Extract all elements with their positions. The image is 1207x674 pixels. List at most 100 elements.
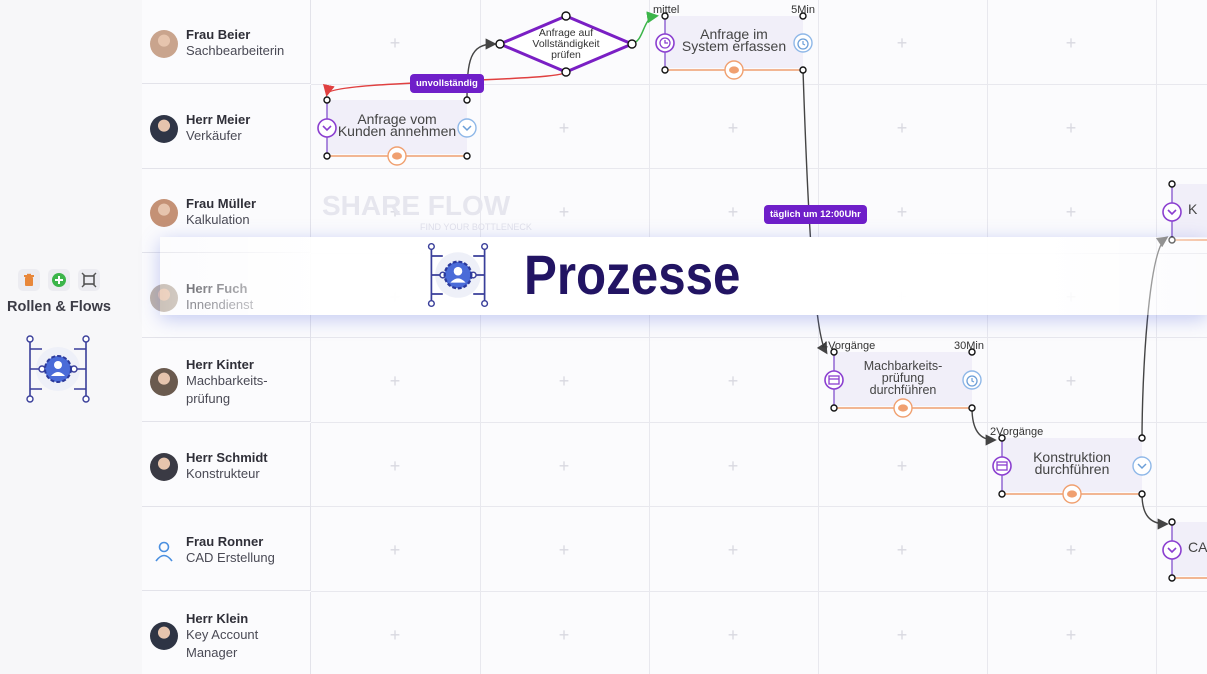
comment-icon[interactable] (1062, 484, 1082, 504)
connection-handle[interactable] (463, 152, 471, 160)
watermark-logo: SHARE FLOW (322, 190, 511, 221)
connection-handle[interactable] (1168, 574, 1176, 582)
connection-handle[interactable] (968, 348, 976, 356)
role-name: Frau Müller (186, 196, 257, 211)
connection-handle[interactable] (323, 96, 331, 104)
connection-handle[interactable] (968, 404, 976, 412)
avatar (150, 30, 178, 58)
connection-handle[interactable] (1138, 434, 1146, 442)
chevron-down-icon[interactable] (1162, 540, 1182, 560)
alarm-icon[interactable] (962, 370, 982, 390)
flow-badge[interactable]: täglich um 12:00Uhr (764, 205, 867, 224)
add-cell-icon[interactable]: + (727, 118, 739, 138)
grid-line (311, 591, 1207, 592)
add-cell-icon[interactable]: + (558, 202, 570, 222)
add-cell-icon[interactable]: + (558, 540, 570, 560)
add-cell-icon[interactable]: + (896, 33, 908, 53)
archive-icon[interactable] (992, 456, 1012, 476)
add-button[interactable] (48, 269, 70, 291)
add-cell-icon[interactable]: + (389, 540, 401, 560)
add-cell-icon[interactable]: + (1065, 371, 1077, 391)
chevron-down-icon[interactable] (317, 118, 337, 138)
add-cell-icon[interactable]: + (1065, 540, 1077, 560)
banner-title: Prozesse (524, 243, 741, 306)
connection-handle[interactable] (830, 348, 838, 356)
add-cell-icon[interactable]: + (558, 118, 570, 138)
add-cell-icon[interactable]: + (727, 625, 739, 645)
connector-to-system[interactable] (631, 11, 659, 45)
person-icon (150, 537, 178, 565)
comment-icon[interactable] (387, 146, 407, 166)
chevron-down-icon[interactable] (1162, 202, 1182, 222)
add-cell-icon[interactable]: + (558, 371, 570, 391)
add-cell-icon[interactable]: + (896, 625, 908, 645)
add-cell-icon[interactable]: + (389, 371, 401, 391)
task-meta-left: 4Vorgänge (822, 340, 875, 352)
add-cell-icon[interactable]: + (389, 202, 401, 222)
avatar (150, 115, 178, 143)
add-cell-icon[interactable]: + (727, 540, 739, 560)
add-cell-icon[interactable]: + (1065, 202, 1077, 222)
archive-icon[interactable] (824, 370, 844, 390)
task-node[interactable]: K (1162, 180, 1207, 244)
task-box (327, 100, 467, 154)
alarm-icon[interactable] (793, 33, 813, 53)
connection-handle[interactable] (830, 404, 838, 412)
add-cell-icon[interactable]: + (727, 371, 739, 391)
add-cell-icon[interactable]: + (389, 456, 401, 476)
connection-handle[interactable] (323, 152, 331, 160)
comment-icon[interactable] (724, 60, 744, 80)
connection-handle[interactable] (661, 66, 669, 74)
task-node[interactable]: CA (1162, 518, 1207, 582)
connector-to-machbarkeit[interactable] (802, 69, 828, 355)
flow-badge[interactable]: unvollständig (410, 74, 484, 93)
add-cell-icon[interactable]: + (1065, 625, 1077, 645)
connection-handle[interactable] (998, 490, 1006, 498)
add-cell-icon[interactable]: + (896, 540, 908, 560)
connection-handle[interactable] (799, 66, 807, 74)
role-title: Machbarkeits-prüfung (186, 373, 268, 406)
add-cell-icon[interactable]: + (727, 456, 739, 476)
connection-handle[interactable] (799, 12, 807, 20)
grid-line (311, 84, 1207, 85)
task-meta-left: 2Vorgänge (990, 426, 1043, 438)
connection-handle[interactable] (1168, 180, 1176, 188)
add-cell-icon[interactable]: + (1065, 118, 1077, 138)
connection-handle[interactable] (1138, 490, 1146, 498)
add-cell-icon[interactable]: + (558, 456, 570, 476)
connection-handle[interactable] (463, 96, 471, 104)
add-cell-icon[interactable]: + (558, 625, 570, 645)
add-cell-icon[interactable]: + (896, 118, 908, 138)
add-cell-icon[interactable]: + (389, 625, 401, 645)
role-name: Herr Meier (186, 112, 251, 127)
chevron-down-icon[interactable] (1132, 456, 1152, 476)
clock-icon[interactable] (655, 33, 675, 53)
add-cell-icon[interactable]: + (1065, 33, 1077, 53)
chevron-down-icon[interactable] (457, 118, 477, 138)
connector-to-konstruktion[interactable] (971, 407, 997, 446)
frame-button[interactable] (78, 269, 100, 291)
connection-handle[interactable] (998, 434, 1006, 442)
add-cell-icon[interactable]: + (896, 202, 908, 222)
delete-button[interactable] (18, 269, 40, 291)
add-cell-icon[interactable]: + (896, 456, 908, 476)
comment-icon[interactable] (893, 398, 913, 418)
connector-to-cad[interactable] (1141, 493, 1169, 530)
connection-handle[interactable] (1168, 518, 1176, 526)
add-cell-icon[interactable]: + (727, 202, 739, 222)
add-cell-icon[interactable]: + (389, 33, 401, 53)
connection-handle[interactable] (661, 12, 669, 20)
